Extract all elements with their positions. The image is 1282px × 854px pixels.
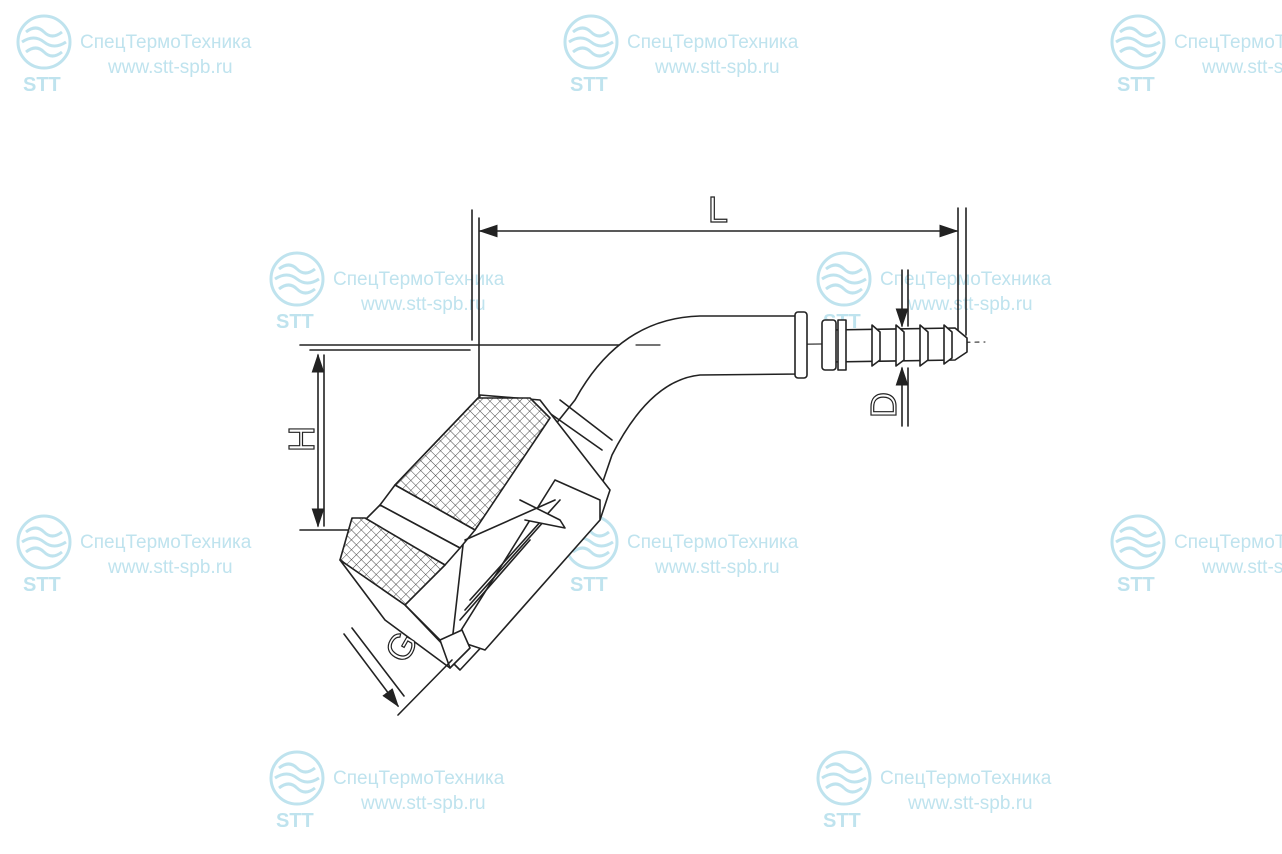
stt-logo-icon	[269, 750, 325, 806]
stt-logo-icon	[16, 514, 72, 570]
watermark-brand: STT	[570, 574, 608, 596]
watermark: СпецТермоТехника www.stt-spb.ru STT	[1108, 514, 1282, 594]
watermark-url: www.stt-spb.ru	[1202, 557, 1282, 578]
coupling-body	[339, 394, 611, 671]
dimension-d	[895, 269, 909, 427]
dimension-h	[299, 344, 666, 531]
watermark-url: www.stt-spb.ru	[108, 557, 233, 578]
watermark-url: www.stt-spb.ru	[361, 294, 486, 315]
watermark-company: СпецТермоТехника	[880, 768, 1052, 789]
watermark: СпецТермоТехника www.stt-spb.ru STT	[814, 251, 1094, 333]
watermark-company: СпецТермоТехника	[333, 768, 505, 789]
watermark-url: www.stt-spb.ru	[655, 57, 780, 78]
stt-logo-icon	[816, 750, 872, 806]
watermark-brand: STT	[1117, 574, 1155, 594]
hose-barb	[821, 319, 968, 371]
bent-tube	[534, 311, 808, 491]
watermark-company: СпецТермоТехника	[333, 269, 505, 290]
watermark-brand: STT	[23, 574, 61, 596]
label-d: D	[863, 392, 904, 418]
watermark: СпецТермоТехника www.stt-spb.ru STT	[1108, 14, 1282, 94]
watermark-url: www.stt-spb.ru	[361, 793, 486, 814]
watermark-company: СпецТермоТехника	[1174, 532, 1282, 553]
watermark: СпецТермоТехника www.stt-spb.ru STT	[267, 251, 547, 333]
stt-logo-icon	[16, 14, 72, 70]
watermark: СпецТермоТехника www.stt-spb.ru STT	[14, 14, 294, 96]
watermark-url: www.stt-spb.ru	[908, 793, 1033, 814]
dimension-g	[343, 627, 453, 716]
watermark-brand: STT	[23, 74, 61, 96]
watermark-url: www.stt-spb.ru	[108, 57, 233, 78]
watermark-brand: STT	[276, 810, 314, 832]
watermark-company: СпецТермоТехника	[627, 32, 799, 53]
stt-logo-icon	[269, 251, 325, 307]
label-l: L	[708, 189, 728, 230]
watermark-url: www.stt-spb.ru	[908, 294, 1033, 315]
watermark-brand: STT	[570, 74, 608, 96]
watermark-company: СпецТермоТехника	[1174, 32, 1282, 53]
watermark: СпецТермоТехника www.stt-spb.ru STT	[14, 514, 294, 596]
stt-logo-icon	[1110, 514, 1166, 570]
watermark: СпецТермоТехника www.stt-spb.ru STT	[814, 750, 1094, 832]
watermark-url: www.stt-spb.ru	[1202, 57, 1282, 78]
watermark-brand: STT	[276, 311, 314, 333]
watermark-brand: STT	[823, 810, 861, 832]
watermark: СпецТермоТехника www.stt-spb.ru STT	[561, 14, 841, 96]
watermark: СпецТермоТехника www.stt-spb.ru STT	[267, 750, 547, 832]
watermark-company: СпецТермоТехника	[80, 532, 252, 553]
watermark-company: СпецТермоТехника	[627, 532, 799, 553]
label-h: H	[281, 426, 322, 452]
stt-logo-icon	[1110, 14, 1166, 70]
stt-logo-icon	[563, 14, 619, 70]
stt-logo-icon	[816, 251, 872, 307]
watermark-url: www.stt-spb.ru	[655, 557, 780, 578]
watermark-brand: STT	[1117, 74, 1155, 94]
watermark-company: СпецТермоТехника	[80, 32, 252, 53]
